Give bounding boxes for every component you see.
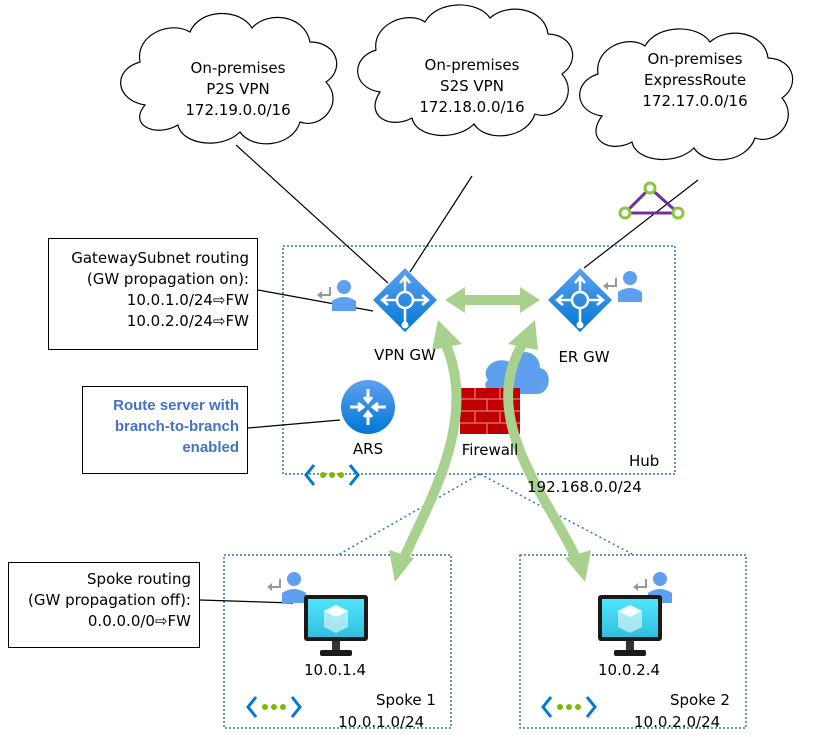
route-table-icon-vpngw <box>316 279 357 312</box>
cloud-p2s-line3: 172.19.0.0/16 <box>185 101 291 119</box>
ars-callout-line1: Route server with <box>113 397 239 414</box>
cloud-s2s-line2: S2S VPN <box>440 77 504 95</box>
cloud-s2s-label: On-premises S2S VPN 172.18.0.0/16 <box>402 55 542 118</box>
ars-label: ARS <box>352 440 384 458</box>
gateway-callout-line1: GatewaySubnet routing <box>71 249 249 267</box>
gateway-callout-line3: 10.0.1.0/24⇨FW <box>126 291 249 309</box>
arrow-spoke1-to-vpngw <box>389 320 462 582</box>
vm-icon-spoke1 <box>304 595 368 656</box>
gateway-subnet-routing-callout: GatewaySubnet routing (GW propagation on… <box>48 238 258 350</box>
cloud-p2s-vpn <box>120 12 338 145</box>
spoke2-vm-label: 10.0.2.4 <box>597 661 661 679</box>
expressroute-circuit-icon <box>618 181 685 220</box>
spoke1-vnet-border <box>223 554 452 729</box>
spoke1-cidr-label: 10.0.1.0/24 <box>338 713 425 731</box>
link-er-to-ergw <box>583 179 699 269</box>
firewall-label: Firewall <box>461 441 519 459</box>
spoke2-cidr-label: 10.0.2.0/24 <box>634 713 721 731</box>
cloud-p2s-line2: P2S VPN <box>206 80 270 98</box>
cloud-expressroute <box>579 28 794 161</box>
route-server-callout: Route server with branch-to-branch enabl… <box>82 386 248 474</box>
vnet-icon-hub <box>304 463 360 487</box>
cloud-p2s-label: On-premises P2S VPN 172.19.0.0/16 <box>168 58 308 121</box>
peering-line-spoke1 <box>337 473 481 556</box>
er-gateway-icon <box>546 266 614 334</box>
vnet-icon-spoke2 <box>541 695 597 719</box>
cloud-s2s-line1: On-premises <box>424 56 520 74</box>
gateway-callout-line2: (GW propagation on): <box>86 270 249 288</box>
link-p2s-to-vpngw <box>235 144 389 284</box>
cloud-er-line2: ExpressRoute <box>643 71 747 89</box>
spoke-callout-line3: 0.0.0.0/0⇨FW <box>87 612 191 630</box>
hub-name-label: Hub <box>629 452 660 470</box>
vpn-gw-label: VPN GW <box>374 346 436 364</box>
cloud-s2s-line3: 172.18.0.0/16 <box>419 98 525 116</box>
spoke-callout-line2: (GW propagation off): <box>28 591 191 609</box>
cloud-er-line3: 172.17.0.0/16 <box>642 92 748 110</box>
cloud-s2s-vpn <box>357 4 574 137</box>
link-s2s-to-vpngw <box>409 175 473 273</box>
spoke2-vnet-border <box>519 554 747 729</box>
vnet-icon-spoke1 <box>246 695 302 719</box>
spoke-callout-line1: Spoke routing <box>87 570 191 588</box>
er-gw-label: ER GW <box>558 348 610 366</box>
spoke1-vm-label: 10.0.1.4 <box>303 661 367 679</box>
peering-line-spoke2 <box>479 473 635 556</box>
hub-cidr-label: 192.168.0.0/24 <box>527 478 642 496</box>
route-server-icon <box>341 380 395 434</box>
arrow-gw-to-gw <box>445 287 540 313</box>
callout-line-ars <box>247 419 341 429</box>
ars-callout-line3: enabled <box>182 439 239 456</box>
ars-callout-line2: branch-to-branch <box>114 418 239 435</box>
gateway-callout-line4: 10.0.2.0/24⇨FW <box>126 312 249 330</box>
cloud-p2s-line1: On-premises <box>190 59 286 77</box>
cloud-er-label: On-premises ExpressRoute 172.17.0.0/16 <box>625 49 765 112</box>
spoke1-name-label: Spoke 1 <box>376 691 436 709</box>
vm-icon-spoke2 <box>598 595 662 656</box>
cloud-er-line1: On-premises <box>647 50 743 68</box>
arrow-spoke2-to-ergw <box>503 320 591 582</box>
spoke2-name-label: Spoke 2 <box>670 691 730 709</box>
route-table-icon-spoke1 <box>266 571 307 604</box>
spoke-routing-callout: Spoke routing (GW propagation off): 0.0.… <box>8 562 200 648</box>
callout-line-spoke <box>199 599 294 604</box>
